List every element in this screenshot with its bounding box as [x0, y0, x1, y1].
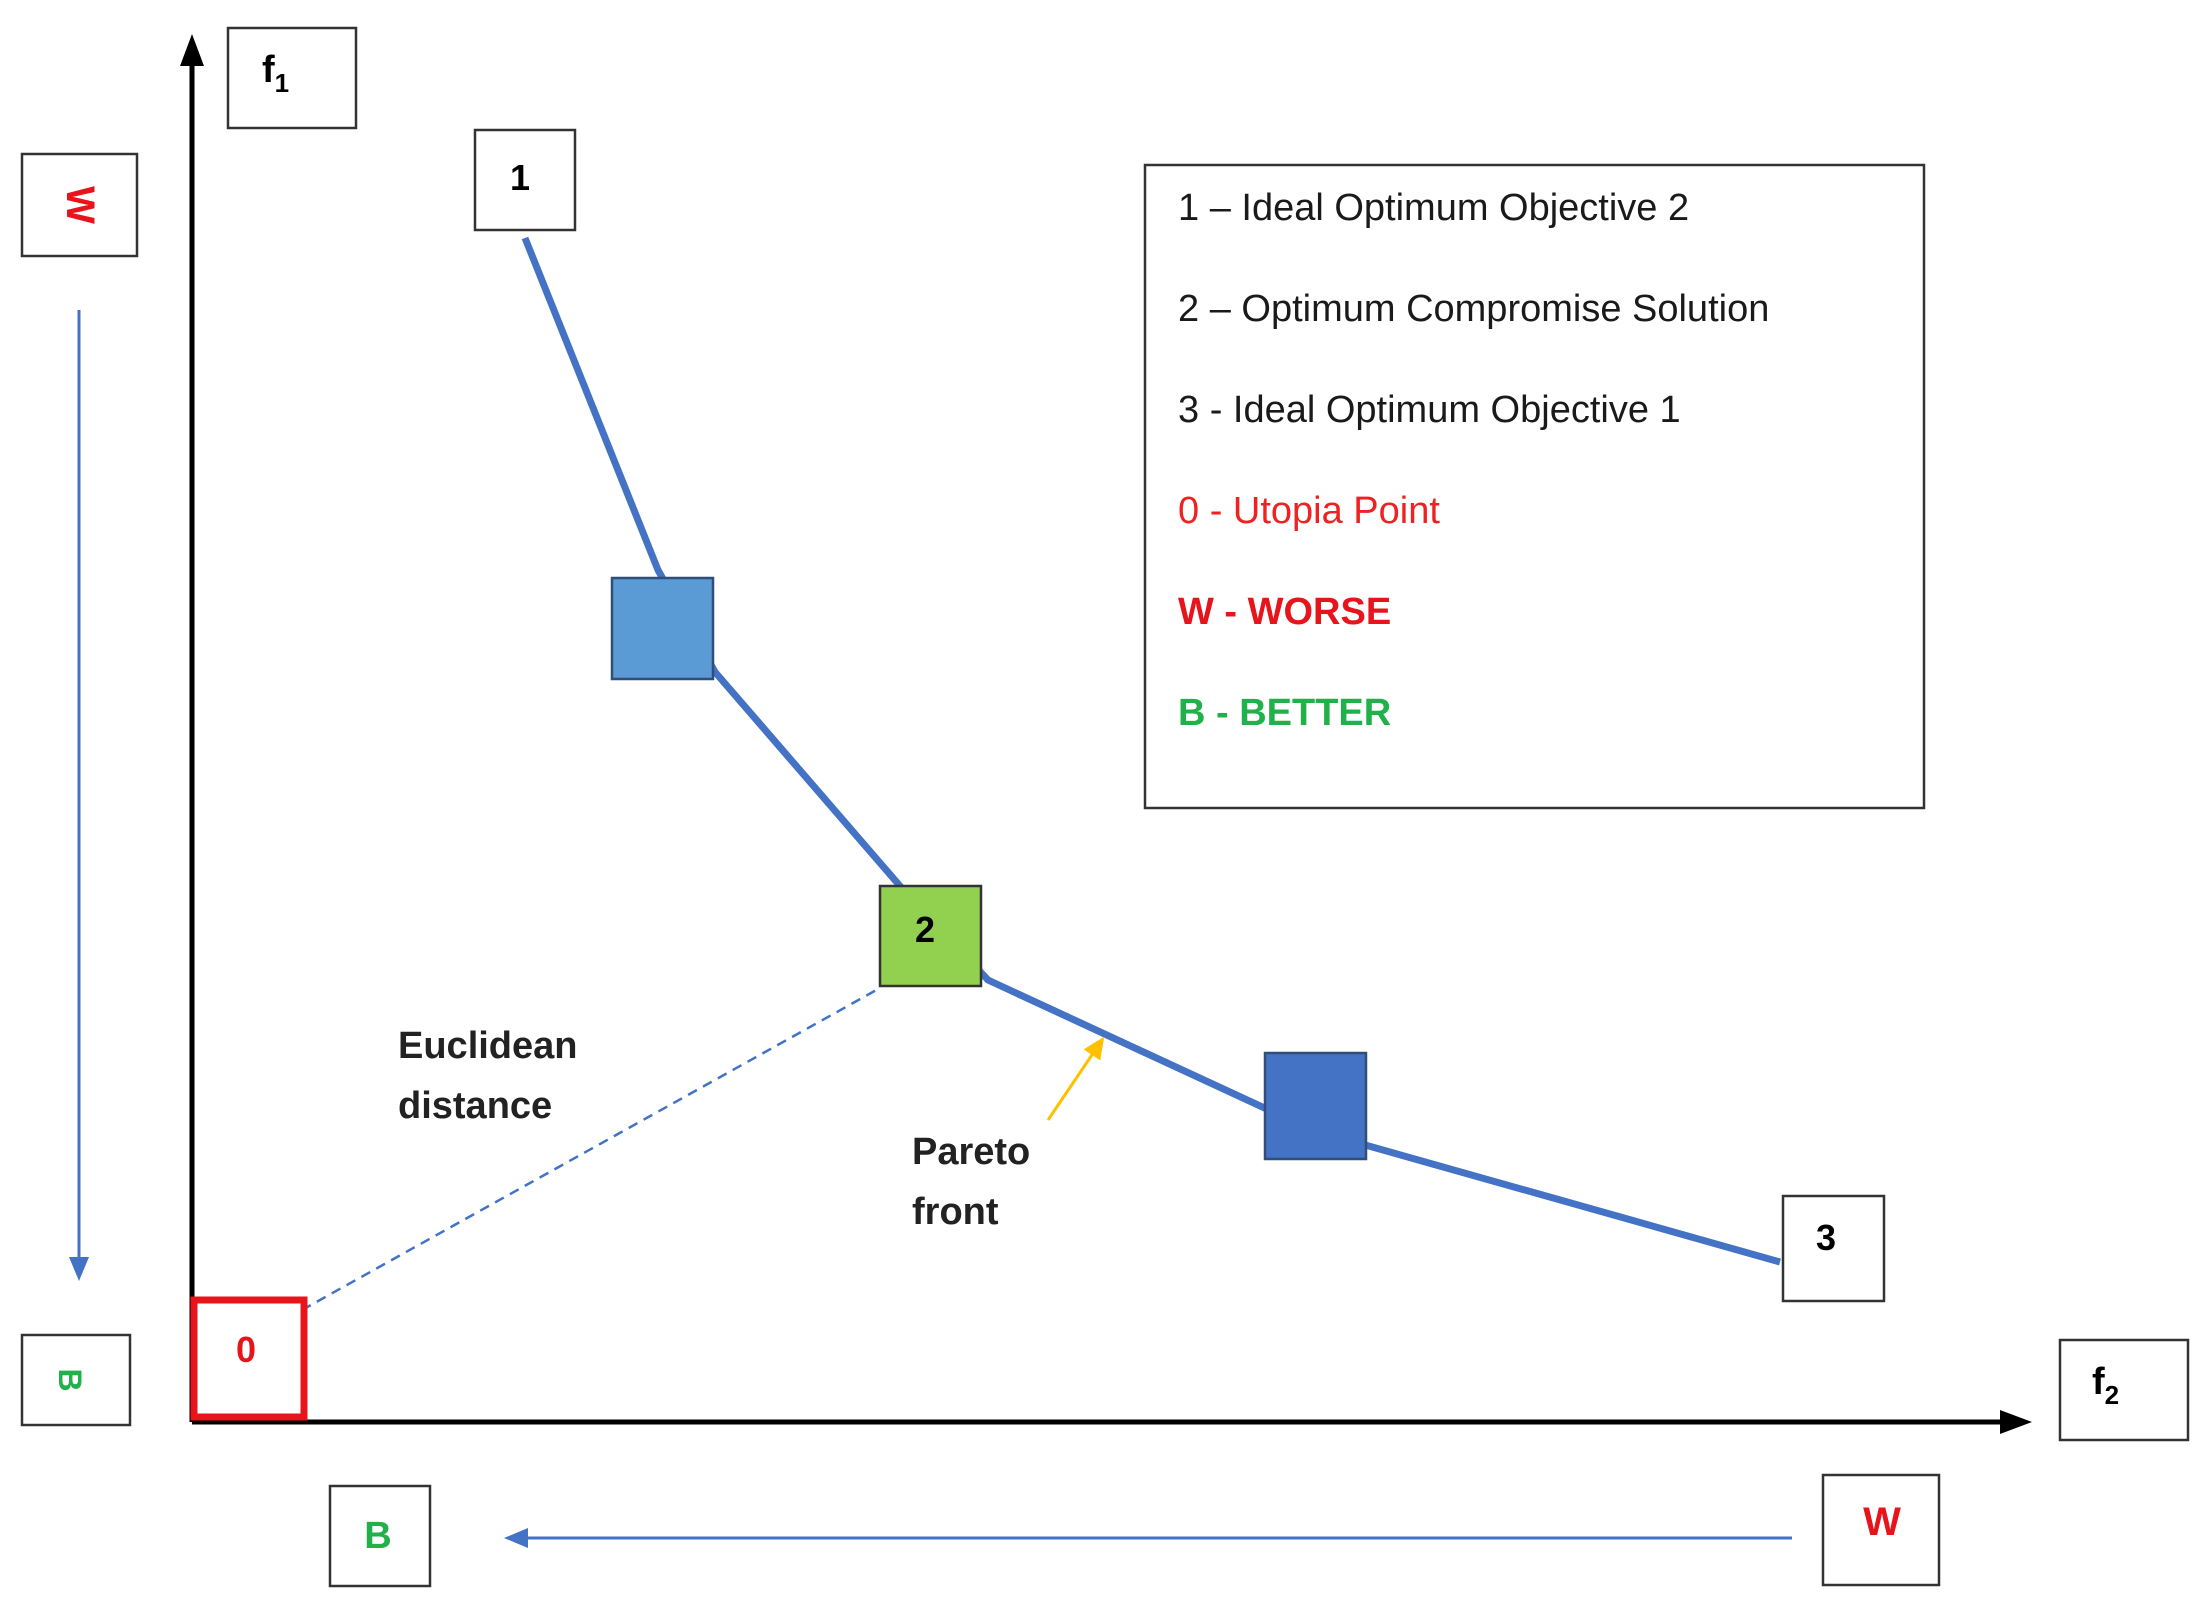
svg-text:f2: f2 [2092, 1361, 2119, 1410]
pareto-front-label: Pareto front [912, 1131, 1041, 1233]
point-3-label: 3 [1816, 1217, 1836, 1258]
x-axis [192, 1410, 2032, 1434]
x-axis-label: f [2092, 1361, 2105, 1403]
y-axis-label-box: f1 [226, 26, 358, 130]
horizontal-worse-box: W [1821, 1473, 1941, 1587]
point-2-label: 2 [915, 909, 935, 950]
x-axis-label-subscript: 2 [2105, 1380, 2119, 1410]
y-axis-label-subscript: 1 [275, 68, 289, 98]
pareto-front-pointer-arrow [1046, 1036, 1105, 1121]
y-axis-label: f [262, 49, 275, 91]
legend-item-3: 0 - Utopia Point [1178, 490, 1440, 532]
point-1-label: 1 [510, 157, 530, 198]
svg-text:f1: f1 [262, 49, 289, 98]
point-2-box: 2 [878, 884, 983, 988]
y-axis [180, 34, 204, 1422]
point-1-box: 1 [473, 128, 577, 232]
euclidean-distance-line [301, 986, 881, 1312]
point-0-label: 0 [236, 1329, 256, 1370]
legend-item-2: 3 - Ideal Optimum Objective 1 [1178, 389, 1681, 431]
vertical-better-label: B [52, 1368, 88, 1391]
legend-item-1: 2 – Optimum Compromise Solution [1178, 288, 1769, 330]
vertical-worse-label: W [58, 186, 102, 224]
vertical-better-box: B [20, 1333, 132, 1427]
horizontal-worse-label: W [1863, 1500, 1901, 1544]
pareto-solution-square-lower [1263, 1051, 1368, 1161]
legend: 1 – Ideal Optimum Objective 2 2 – Optimum… [1143, 163, 1926, 810]
point-3-box: 3 [1781, 1194, 1886, 1303]
legend-item-4: W - WORSE [1178, 591, 1391, 633]
x-axis-label-box: f2 [2058, 1338, 2190, 1442]
legend-item-5: B - BETTER [1178, 692, 1391, 734]
horizontal-better-label: B [364, 1515, 391, 1557]
pareto-solution-square-upper [610, 576, 715, 681]
point-0-box: 0 [190, 1296, 308, 1421]
legend-item-0: 1 – Ideal Optimum Objective 2 [1178, 187, 1689, 229]
vertical-worse-box: W [20, 152, 139, 258]
euclidean-distance-label: Euclidean distance [398, 1025, 588, 1127]
horizontal-better-box: B [328, 1484, 432, 1588]
